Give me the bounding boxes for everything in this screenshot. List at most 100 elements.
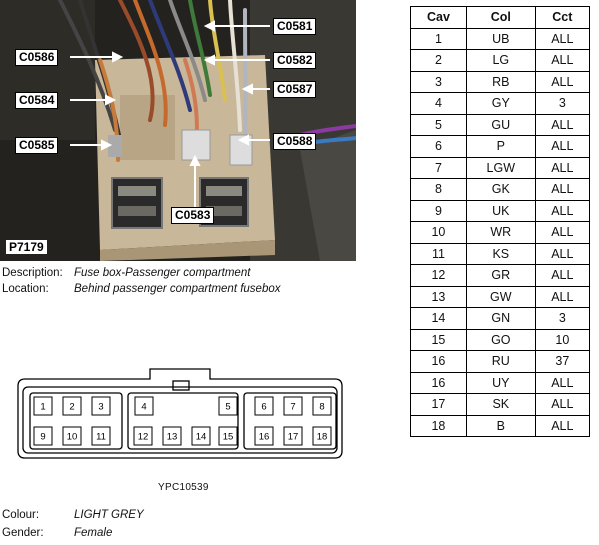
cell-cct: ALL [534, 242, 591, 265]
pin-label: 11 [96, 432, 106, 443]
pin-label: 7 [290, 402, 295, 413]
cell-cct: ALL [534, 27, 591, 50]
cell-col: WR [465, 221, 536, 244]
fusebox-photo-drawing [0, 0, 356, 261]
cell-cav: 8 [410, 178, 467, 201]
cell-cct: ALL [534, 178, 591, 201]
cell-cct: ALL [534, 414, 591, 437]
description-line: Description:Fuse box-Passenger compartme… [2, 266, 250, 281]
gender-key: Gender: [2, 527, 44, 539]
connector-label-c0583: C0583 [171, 207, 215, 224]
pin-label: 6 [261, 402, 266, 413]
pin-label-cell [33, 426, 53, 446]
description-value: Fuse box-Passenger compartment [74, 267, 251, 279]
cell-cct: ALL [534, 70, 591, 93]
cell-cav: 14 [410, 307, 467, 330]
cell-col: UB [465, 27, 536, 50]
cell-cav: 17 [410, 393, 467, 416]
cell-cct: 10 [534, 328, 591, 351]
connector-label-c0586: C0586 [15, 49, 59, 66]
pin-label: 12 [138, 432, 149, 443]
pin-label: 1 [40, 402, 45, 413]
cell-cct: ALL [534, 371, 591, 394]
pin-label-cell [254, 426, 274, 446]
pin-label-cell [133, 426, 153, 446]
pin-label-cell [91, 426, 111, 446]
cell-cav: 5 [410, 113, 467, 136]
pin-label-cell [191, 426, 211, 446]
cell-cav: 4 [410, 92, 467, 115]
pin-label-cell [312, 426, 332, 446]
connector-label-c0584: C0584 [15, 92, 59, 109]
pin-label-cell [134, 396, 154, 416]
cell-col: P [465, 135, 536, 158]
pin-label: 18 [317, 432, 328, 443]
cell-cct: ALL [534, 393, 591, 416]
pin-label: 17 [288, 432, 299, 443]
photo-id-label: P7179 [6, 240, 47, 254]
cell-col: GW [465, 285, 536, 308]
cell-col: GY [465, 92, 536, 115]
pin-label-cell [91, 396, 111, 416]
pin-label-cell [254, 396, 274, 416]
location-value: Behind passenger compartment fusebox [74, 283, 281, 295]
cell-cct: ALL [534, 49, 591, 72]
cell-cct: ALL [534, 135, 591, 158]
cell-col: UK [465, 199, 536, 222]
cell-cct: 3 [534, 92, 591, 115]
cell-col: KS [465, 242, 536, 265]
pin-label: 15 [223, 432, 234, 443]
pin-label: 3 [98, 402, 103, 413]
pin-label-cell [283, 396, 303, 416]
pin-label: 4 [141, 402, 146, 413]
pin-label-cell [33, 396, 53, 416]
pin-label-cell [62, 396, 82, 416]
cell-col: GO [465, 328, 536, 351]
cell-cav: 1 [410, 27, 467, 50]
cell-cav: 15 [410, 328, 467, 351]
cell-cav: 18 [410, 414, 467, 437]
pin-label-cell [312, 396, 332, 416]
connector-label-c0581: C0581 [273, 18, 317, 35]
cell-cav: 7 [410, 156, 467, 179]
cell-cct: ALL [534, 113, 591, 136]
cell-cav: 3 [410, 70, 467, 93]
pin-label: 10 [67, 432, 78, 443]
pin-label-cell [62, 426, 82, 446]
cell-col: GU [465, 113, 536, 136]
pin-label-cell [218, 426, 238, 446]
leader-lines [70, 20, 270, 208]
pin-label-cell [162, 426, 182, 446]
cell-cct: ALL [534, 264, 591, 287]
pin-label: 5 [225, 402, 230, 413]
table-header-row: Cav Col Cct [410, 6, 591, 29]
cell-col: GK [465, 178, 536, 201]
cell-cav: 12 [410, 264, 467, 287]
pin-label-cell [218, 396, 238, 416]
cell-cav: 16 [410, 350, 467, 373]
pin-label: 16 [259, 432, 270, 443]
gender-value: Female [74, 527, 113, 539]
pin-label-cell [283, 426, 303, 446]
cell-cct: ALL [534, 156, 591, 179]
cell-cct: ALL [534, 221, 591, 244]
cell-col: GN [465, 307, 536, 330]
colour-value: LIGHT GREY [74, 509, 144, 521]
connector-label-c0588: C0588 [273, 133, 317, 150]
